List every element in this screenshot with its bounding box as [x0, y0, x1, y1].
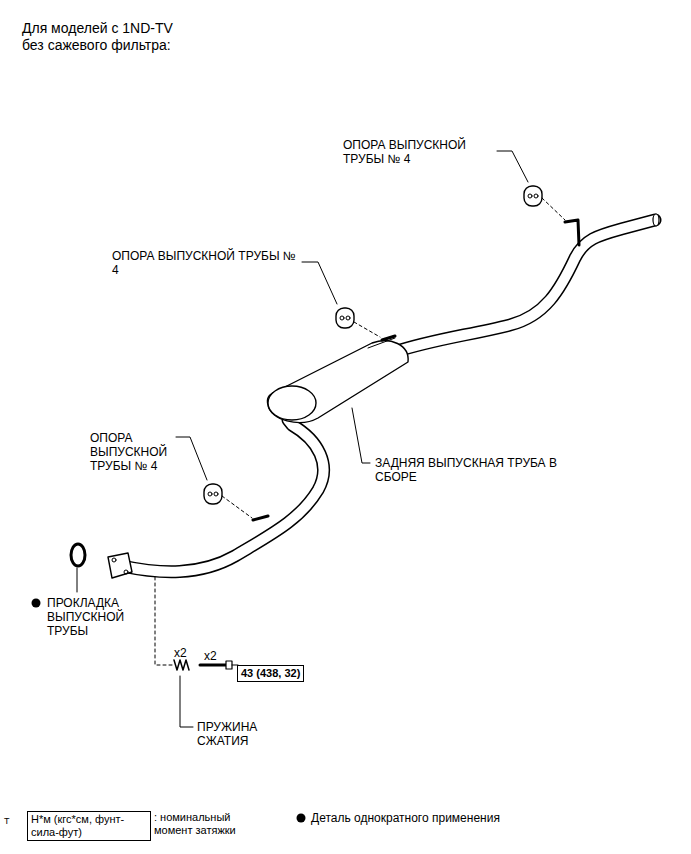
torque-box: 43 (438, 32) [237, 665, 304, 682]
box-text: 43 (438, 32) [241, 667, 300, 680]
part-label: ОПОРА ВЫПУСКНОЙ ТРУБЫ № 4 [112, 249, 297, 277]
legend-unit-box: Н*м (кгс*см, фунт-сила-фут) [27, 811, 151, 841]
part-label: x2 [174, 646, 187, 660]
part-label: x2 [204, 649, 217, 663]
part-label: T [4, 816, 10, 827]
part-label: ЗАДНЯЯ ВЫПУСКНАЯ ТРУБА В СБОРЕ [375, 456, 575, 484]
diagram-title: Для моделей с 1ND-TV без сажевого фильтр… [22, 20, 187, 54]
legend-text: Деталь однократного применения [311, 811, 541, 825]
part-label: ПРУЖИНА СЖАТИЯ [197, 720, 277, 748]
box-text: Н*м (кгс*см, фунт-сила-фут) [31, 813, 147, 839]
part-label: ОПОРА ВЫПУСКНОЙ ТРУБЫ № 4 [90, 431, 172, 473]
legend-text: : номинальный момент затяжки [154, 811, 254, 837]
part-label: ОПОРА ВЫПУСКНОЙ ТРУБЫ № 4 [343, 138, 483, 166]
part-label: ПРОКЛАДКА ВЫПУСКНОЙ ТРУБЫ [47, 596, 131, 638]
